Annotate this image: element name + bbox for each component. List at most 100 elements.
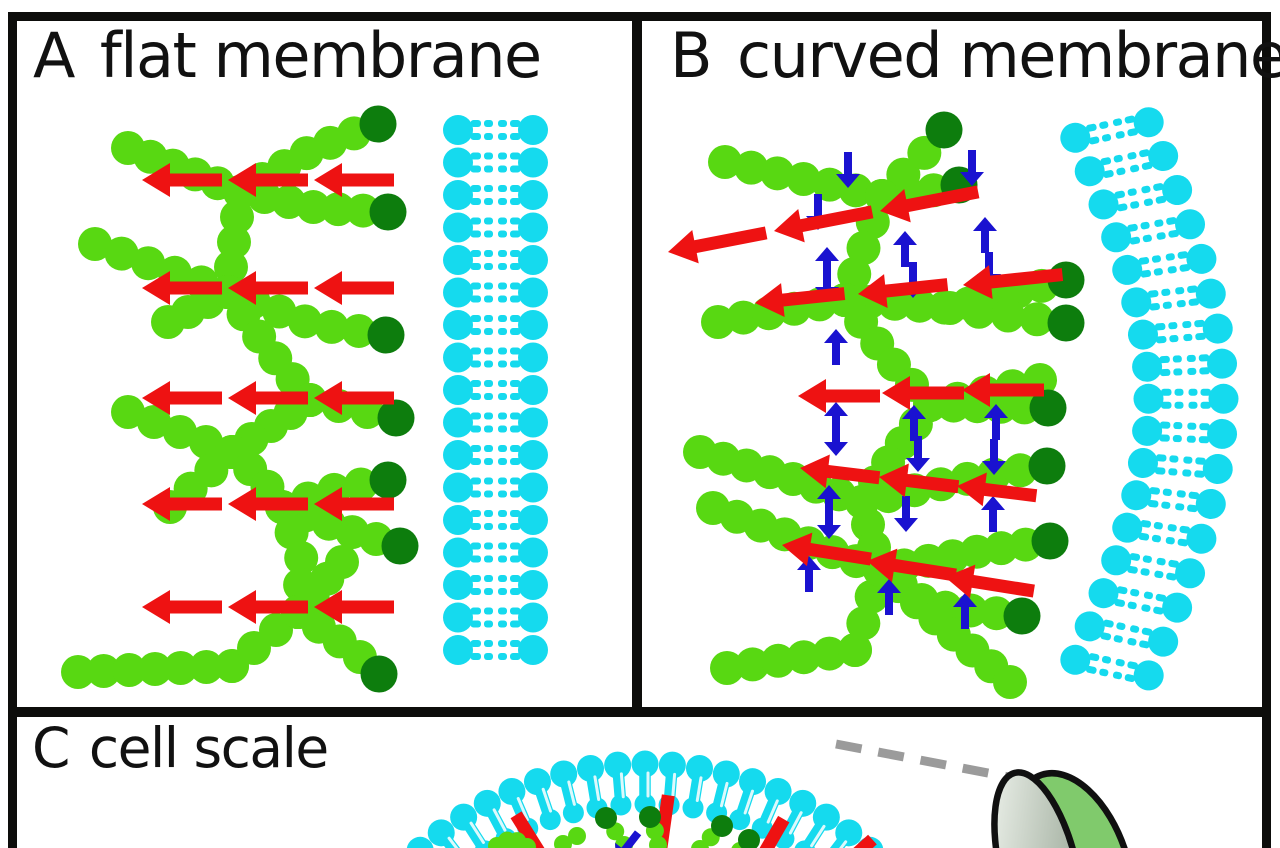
panel-c-title-text: cell scale: [88, 716, 329, 780]
pressure-arrow-up: [877, 579, 901, 615]
force-arrow: [228, 381, 308, 415]
barbed-end-bead: [369, 461, 407, 499]
force-arrow: [798, 379, 880, 413]
force-arrow: [314, 271, 394, 305]
pressure-arrow-double: [817, 485, 841, 539]
barbed-end-bead: [1047, 304, 1085, 342]
filament-chain: [639, 806, 667, 848]
lipid-pair: [1133, 383, 1239, 414]
barbed-end-bead: [738, 829, 760, 848]
panel-a: [61, 105, 548, 693]
lipid-pair: [1127, 313, 1233, 350]
lipid-pair: [1101, 209, 1206, 253]
barbed-end-bead: [1031, 522, 1069, 560]
dome-lipid: [406, 836, 434, 848]
force-arrow: [228, 271, 308, 305]
lipid-pair: [1112, 512, 1217, 554]
lipid-pair: [443, 147, 548, 178]
filament-chain: [933, 291, 1085, 342]
force-arrow: [314, 163, 394, 197]
lipid-pair: [443, 602, 548, 633]
pressure-arrow-down: [906, 436, 930, 472]
force-arrow: [228, 163, 308, 197]
cell-face: [991, 769, 1085, 848]
actin-rod: [827, 834, 877, 848]
dome-lipid: [550, 760, 584, 824]
pressure-arrow-up: [984, 404, 1008, 440]
dome-lipid: [631, 750, 659, 815]
force-arrow: [314, 590, 394, 624]
zoom-dashed-line: [835, 739, 1015, 783]
pressure-arrow-double: [824, 402, 848, 456]
frame-divider-horizontal: [8, 707, 1271, 717]
pressure-arrow-down: [960, 150, 984, 186]
force-arrow: [774, 205, 874, 243]
filament-chain: [61, 649, 249, 689]
lipid-bilayer-curved: [1060, 107, 1239, 691]
barbed-end-bead: [639, 806, 661, 828]
dome-lipid: [682, 754, 713, 819]
force-arrow: [142, 271, 222, 305]
force-arrows-curved: [668, 185, 1064, 599]
actin-filaments-cell: [488, 806, 760, 848]
lipid-bilayer-flat: [443, 115, 548, 665]
pressure-arrow-up: [902, 405, 926, 441]
lipid-pair: [443, 635, 548, 665]
lipid-pair: [443, 472, 548, 503]
pressure-arrow-down: [982, 439, 1006, 475]
lipid-pair: [1112, 243, 1217, 285]
panel-a-title-text: flat membrane: [99, 19, 542, 92]
panel-c-letter: C: [32, 716, 70, 780]
lipid-pair: [443, 375, 548, 405]
filament-chain: [281, 545, 359, 629]
barbed-end-bead: [360, 655, 398, 693]
panel-frames: [8, 12, 1271, 848]
barbed-end-bead: [369, 193, 407, 231]
lipid-pair: [443, 277, 548, 308]
lipid-pair: [1074, 611, 1179, 657]
pressure-arrow-down: [836, 152, 860, 188]
pressure-arrow-down: [615, 830, 642, 848]
filament-chain: [554, 827, 586, 848]
barbed-end-bead: [377, 399, 415, 437]
force-arrow: [314, 381, 394, 415]
lipid-pair: [443, 505, 548, 535]
panel-c: [406, 739, 1137, 848]
actin-network-curved: [683, 111, 1085, 699]
lipid-pair: [443, 407, 548, 438]
lipid-pair: [1132, 415, 1238, 449]
force-arrow: [963, 265, 1064, 299]
force-arrow: [858, 274, 949, 308]
panel-b: [668, 107, 1239, 699]
panel-a-letter: A: [33, 19, 75, 92]
force-arrow: [142, 163, 222, 197]
force-arrow: [755, 283, 846, 317]
dome-lipid: [751, 777, 792, 839]
force-arrow: [957, 472, 1038, 507]
barbed-end-bead: [925, 111, 963, 149]
dome-lipid: [604, 751, 632, 816]
force-arrow: [142, 590, 222, 624]
dome-lipid: [794, 803, 840, 848]
force-arrow: [945, 564, 1035, 599]
pressure-arrow-down: [894, 496, 918, 532]
pressure-arrow-up: [973, 217, 997, 253]
lipid-pair: [1127, 447, 1233, 485]
lipid-pair: [1074, 140, 1179, 187]
panel-b-letter: B: [670, 19, 713, 92]
force-arrow: [228, 590, 308, 624]
lipid-pair: [1121, 278, 1226, 318]
force-arrow: [142, 381, 222, 415]
lipid-pair: [1101, 545, 1206, 589]
force-arrow: [867, 548, 957, 583]
barbed-end-bead: [1028, 447, 1066, 485]
barbed-end-bead: [359, 105, 397, 143]
dome-lipid: [523, 768, 561, 831]
barbed-end-bead: [1003, 597, 1041, 635]
pressure-arrows-cell: [615, 830, 642, 848]
force-arrow: [879, 463, 960, 498]
barbed-end-bead: [711, 815, 733, 837]
